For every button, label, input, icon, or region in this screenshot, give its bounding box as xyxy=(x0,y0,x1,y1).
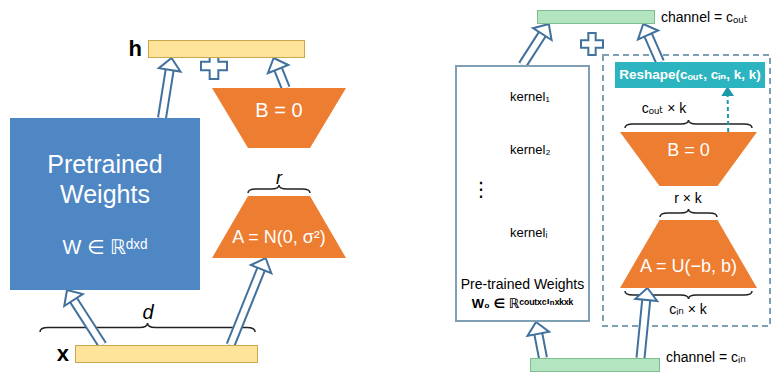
arrow-shaft-inner xyxy=(231,268,262,345)
flow-arrow xyxy=(723,88,732,132)
matrix-a: A = N(0, σ²) xyxy=(212,196,346,258)
flow-arrow xyxy=(523,24,552,65)
flow-arrow xyxy=(527,322,549,358)
trapezoid-shape xyxy=(620,220,757,288)
node-title: x xyxy=(57,341,69,367)
node-title: channel = cᵢₙ xyxy=(666,349,746,365)
arrow-shaft-inner xyxy=(538,333,543,358)
node-title: B = 0 xyxy=(667,140,710,162)
arrow-shaft xyxy=(523,33,543,65)
lora-region xyxy=(603,55,770,326)
arrow-head xyxy=(268,58,288,73)
node-title: B = 0 xyxy=(255,98,302,122)
dimension-label: d xyxy=(142,301,153,324)
arrow-head xyxy=(533,24,552,40)
flow-arrow xyxy=(268,58,288,88)
input-channel-bar: channel = cᵢₙ xyxy=(530,358,660,372)
dashed-arrow xyxy=(727,94,730,132)
arrow-head xyxy=(159,58,181,72)
output-bar: h xyxy=(148,40,305,58)
dimension-label: cᵢₙ × k xyxy=(669,301,707,317)
pretrained-weights: Pretrained Weights W ∈ ℝᵈˣᵈ xyxy=(10,118,200,290)
arrow-head xyxy=(638,24,658,39)
arrow-head xyxy=(635,288,657,301)
arrow-shaft-inner xyxy=(73,299,102,345)
arrow-shaft-inner xyxy=(162,69,170,118)
node-title: A = U(−b, b) xyxy=(640,256,737,278)
node-title: Pre-trained Weights xyxy=(461,276,584,293)
kernel-label: kernel₁ xyxy=(510,90,550,105)
arrow-shaft xyxy=(231,268,262,345)
arrow-shaft xyxy=(73,299,102,345)
arrow-shaft xyxy=(162,69,170,118)
node-title: Reshape(cₒᵤₜ, cᵢₙ, k, k) xyxy=(619,67,761,83)
output-channel-bar: channel = cₒᵤₜ xyxy=(537,10,655,24)
arrow-head xyxy=(251,258,271,273)
node-title: channel = cₒᵤₜ xyxy=(661,9,748,25)
arrow-shaft-inner xyxy=(278,68,286,88)
arrow-shaft-inner xyxy=(648,34,660,62)
node-title: A = N(0, σ²) xyxy=(232,227,326,249)
matrix-a: A = U(−b, b) xyxy=(620,220,757,288)
flow-arrow xyxy=(159,58,181,118)
plus-symbol xyxy=(581,33,603,55)
flow-arrow xyxy=(635,288,657,358)
arrow-shaft xyxy=(648,34,660,62)
flow-arrow xyxy=(231,258,272,345)
reshape-box: Reshape(cₒᵤₜ, cᵢₙ, k, k) xyxy=(615,62,765,88)
arrow-shaft-inner xyxy=(523,33,543,65)
dimension-label: r × k xyxy=(674,190,702,206)
matrix-b: B = 0 xyxy=(620,132,757,186)
matrix-b: B = 0 xyxy=(212,88,346,148)
flow-arrow xyxy=(64,290,102,345)
node-formula: W₀ ∈ ℝᶜᵒᵘᵗˣᶜⁱⁿˣᵏˣᵏ xyxy=(472,296,574,312)
input-bar: x xyxy=(75,345,258,363)
kernel-label: kernel₂ xyxy=(510,143,550,158)
arrow-shaft xyxy=(278,68,286,88)
kernel-label: kernelᵢ xyxy=(510,226,547,241)
brace xyxy=(625,120,752,128)
brace xyxy=(660,209,717,217)
arrow-shaft-inner xyxy=(641,299,647,358)
arrow-head xyxy=(527,322,549,336)
arrow-shaft xyxy=(538,333,543,358)
dimension-label: cₒᵤₜ × k xyxy=(642,100,687,116)
trapezoid-shape xyxy=(212,196,346,258)
flow-arrow xyxy=(638,24,660,62)
ellipsis: ⋮ xyxy=(471,178,491,201)
node-title: Pretrained Weights xyxy=(30,149,180,209)
rank-label: r xyxy=(276,168,282,189)
arrow-head xyxy=(723,88,732,95)
arrow-shaft xyxy=(641,299,647,358)
arrow-head xyxy=(64,290,82,306)
node-formula: W ∈ ℝᵈˣᵈ xyxy=(63,235,148,259)
node-title: h xyxy=(129,36,142,62)
brace xyxy=(40,323,255,332)
